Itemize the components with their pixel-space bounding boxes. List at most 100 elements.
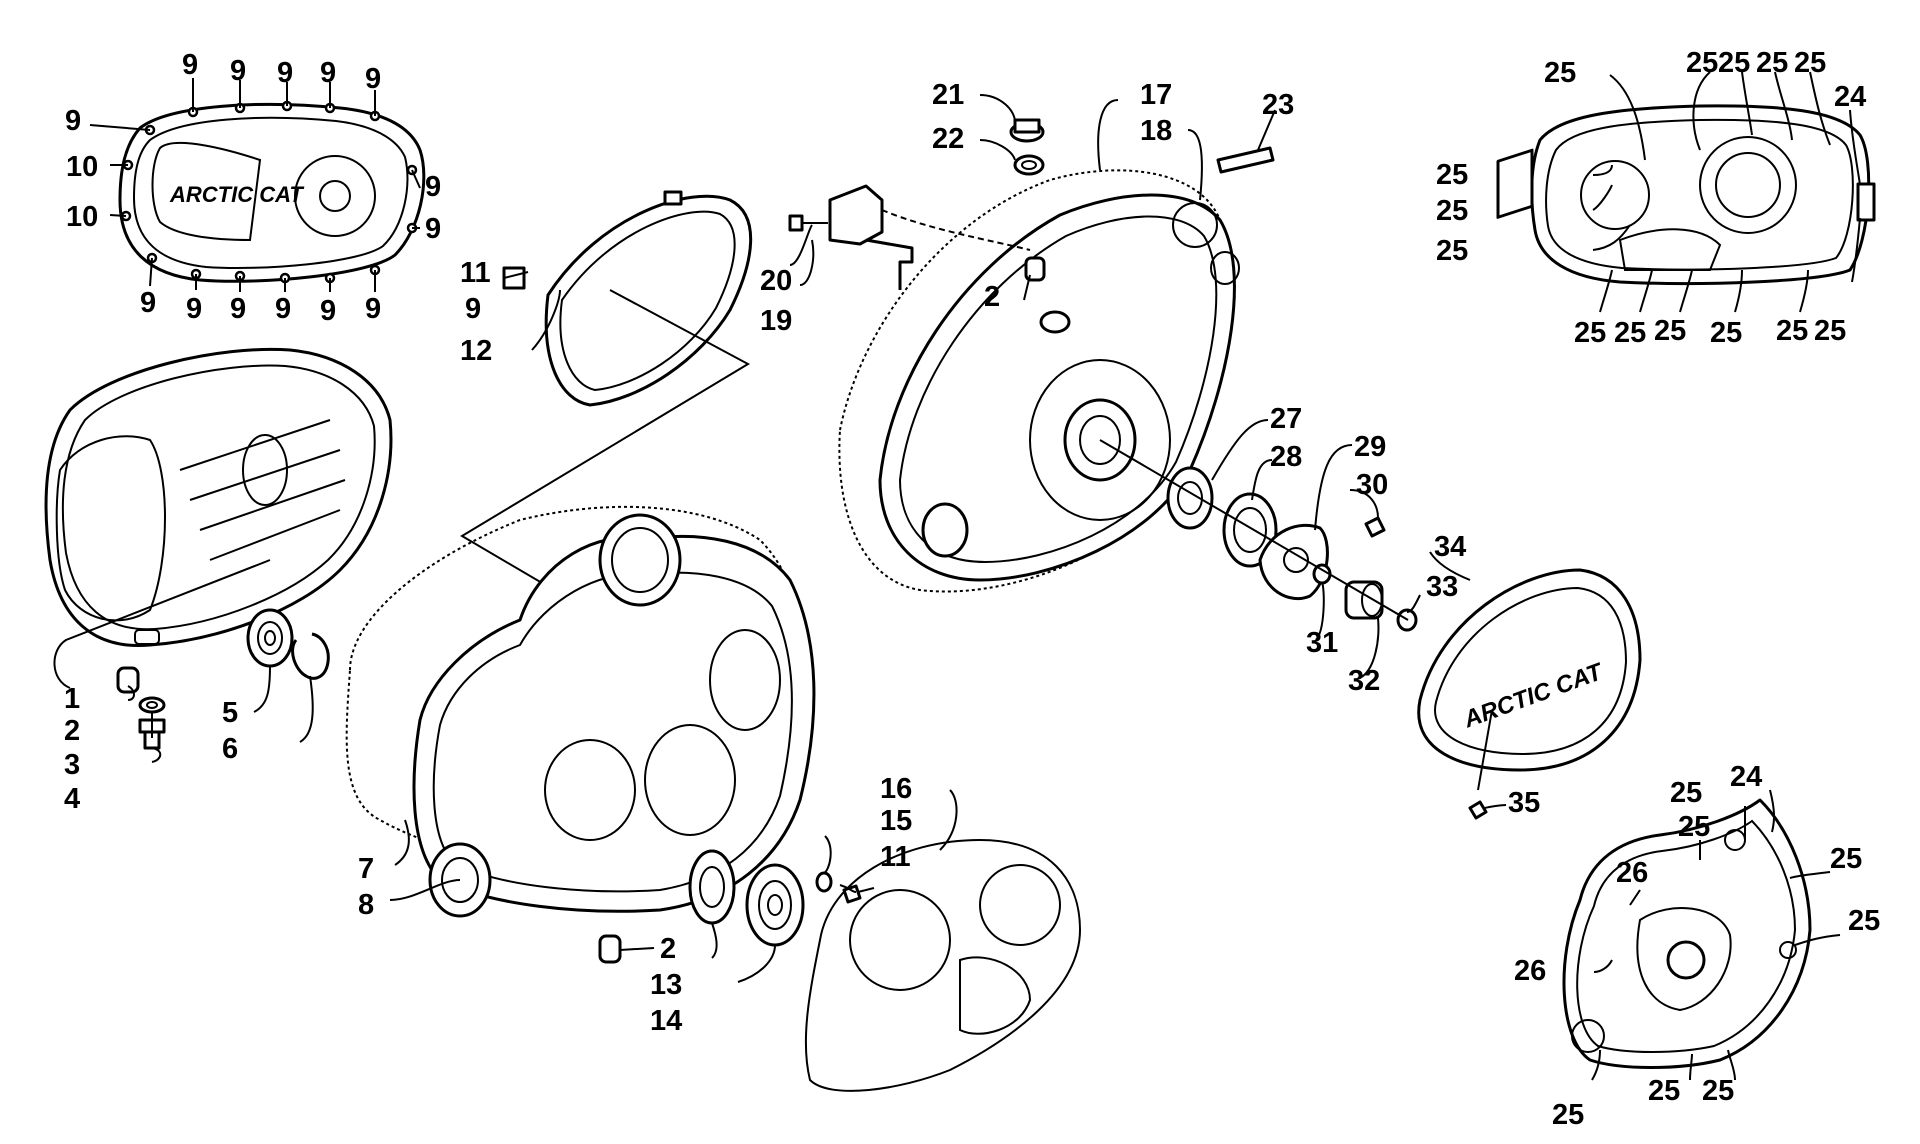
callout-24: 25	[1814, 315, 1846, 347]
dowel-pin-lower	[598, 934, 622, 964]
callout-25: 25	[1544, 57, 1576, 89]
callout-2: 2	[660, 933, 676, 965]
callout-12: 12	[460, 335, 492, 367]
callout-8: 8	[358, 889, 374, 921]
callout-5: 5	[222, 697, 238, 729]
crankcase-gasket	[838, 169, 1228, 593]
callout-9: 9	[320, 295, 336, 327]
oil-seal	[688, 849, 736, 925]
callout-25: 26	[1616, 857, 1648, 889]
callout-9: 9	[186, 293, 202, 325]
cover-gasket-bottom	[1562, 798, 1812, 1069]
callout-25: 25	[1436, 159, 1468, 191]
callout-35: 35	[1508, 787, 1540, 819]
drain-washer	[138, 696, 166, 714]
callout-25: 25	[1552, 1099, 1584, 1131]
callout-25: 25	[1756, 47, 1788, 79]
callout-13: 13	[650, 969, 682, 1001]
callout-9: 9	[230, 55, 246, 87]
callout-26: 25	[1830, 843, 1862, 875]
callout-25: 24	[1730, 761, 1762, 793]
callout-26: 25	[1848, 905, 1880, 937]
callout-25: 25	[1436, 235, 1468, 267]
callout-29: 29	[1354, 431, 1386, 463]
callout-17: 17	[1140, 79, 1172, 111]
callout-21: 21	[932, 79, 964, 111]
callout-25: 25	[1614, 317, 1646, 349]
callout-14: 14	[650, 1005, 682, 1037]
callout-33: 33	[1426, 571, 1458, 603]
crankcase	[878, 193, 1240, 582]
shaft-bearing	[246, 608, 294, 668]
callout-10: 10	[66, 201, 98, 233]
callout-25: 25	[1794, 47, 1826, 79]
callout-10: 10	[66, 151, 98, 183]
callout-25: 25	[1670, 777, 1702, 809]
screw-30	[1364, 516, 1386, 538]
logo-text: ARCTIC CAT	[169, 182, 304, 207]
callout-2: 2	[984, 281, 1000, 313]
callout-22: 22	[932, 123, 964, 155]
callout-9: 9	[230, 293, 246, 325]
callout-25: 25	[1648, 1075, 1680, 1107]
callout-9: 9	[182, 49, 198, 81]
callout-25: 25	[1686, 47, 1718, 79]
housing-gasket-16	[804, 838, 1082, 1092]
washer-15	[815, 871, 833, 893]
plug-21	[1009, 118, 1045, 143]
decal-23	[1216, 146, 1275, 174]
callout-9: 9	[425, 213, 441, 245]
callout-2: 2	[64, 715, 80, 747]
callout-32: 32	[1348, 665, 1380, 697]
callout-9: 9	[275, 293, 291, 325]
callout-9: 9	[65, 105, 81, 137]
crankshaft-axis-line	[1099, 439, 1409, 621]
inner-clutch-cover	[44, 347, 393, 648]
callout-3: 3	[64, 749, 80, 781]
bolt-20	[788, 214, 828, 232]
callout-27: 27	[1270, 403, 1302, 435]
callout-9: 9	[365, 63, 381, 95]
callout-20: 20	[760, 265, 792, 297]
callout-25: 25	[1654, 315, 1686, 347]
callout-6: 6	[222, 733, 238, 765]
callout-16: 16	[880, 773, 912, 805]
callout-7: 7	[358, 853, 374, 885]
callout-25: 25	[1702, 1075, 1734, 1107]
callout-30: 30	[1356, 469, 1388, 501]
dowel-pin-crankcase	[1024, 256, 1046, 282]
cover-gasket-top	[1496, 104, 1876, 285]
bearing-27	[1166, 466, 1214, 530]
callout-23: 23	[1262, 89, 1294, 121]
callout-11: 11	[460, 257, 491, 289]
leader-lines	[53, 71, 1861, 1081]
outer-clutch-cover: ARCTIC CAT	[118, 100, 426, 284]
o-ring-22	[1013, 154, 1045, 176]
callout-34: 34	[1434, 531, 1466, 563]
callout-19: 19	[760, 305, 792, 337]
snap-ring	[291, 632, 330, 680]
callout-25: 25	[1776, 315, 1808, 347]
callout-9: 9	[320, 57, 336, 89]
callout-28: 28	[1270, 441, 1302, 473]
callout-25: 25	[1574, 317, 1606, 349]
magneto-cover-34: ARCTIC CAT	[1417, 568, 1642, 772]
callout-25: 25	[1710, 317, 1742, 349]
callout-25: 25	[1718, 47, 1750, 79]
callout-11: 11	[880, 841, 911, 873]
bolt-11-lower	[842, 884, 875, 904]
callout-1: 1	[64, 683, 80, 715]
sensor-bracket-19	[828, 184, 1031, 290]
cover-leader-bracket	[460, 289, 751, 611]
callout-24: 24	[1834, 81, 1866, 113]
callout-25: 25	[1436, 195, 1468, 227]
callout-18: 18	[1140, 115, 1172, 147]
main-bearing	[745, 863, 805, 947]
callout-25: 25	[1678, 811, 1710, 843]
callout-9: 9	[365, 293, 381, 325]
callout-25: 26	[1514, 955, 1546, 987]
callout-numbers: 9 9 9 9 9 9 9 9 9 9 9 9 9 9 9 10 10 11 1…	[64, 47, 1880, 1131]
dowel-pin-left	[116, 666, 140, 694]
bolt-35	[1468, 800, 1488, 820]
